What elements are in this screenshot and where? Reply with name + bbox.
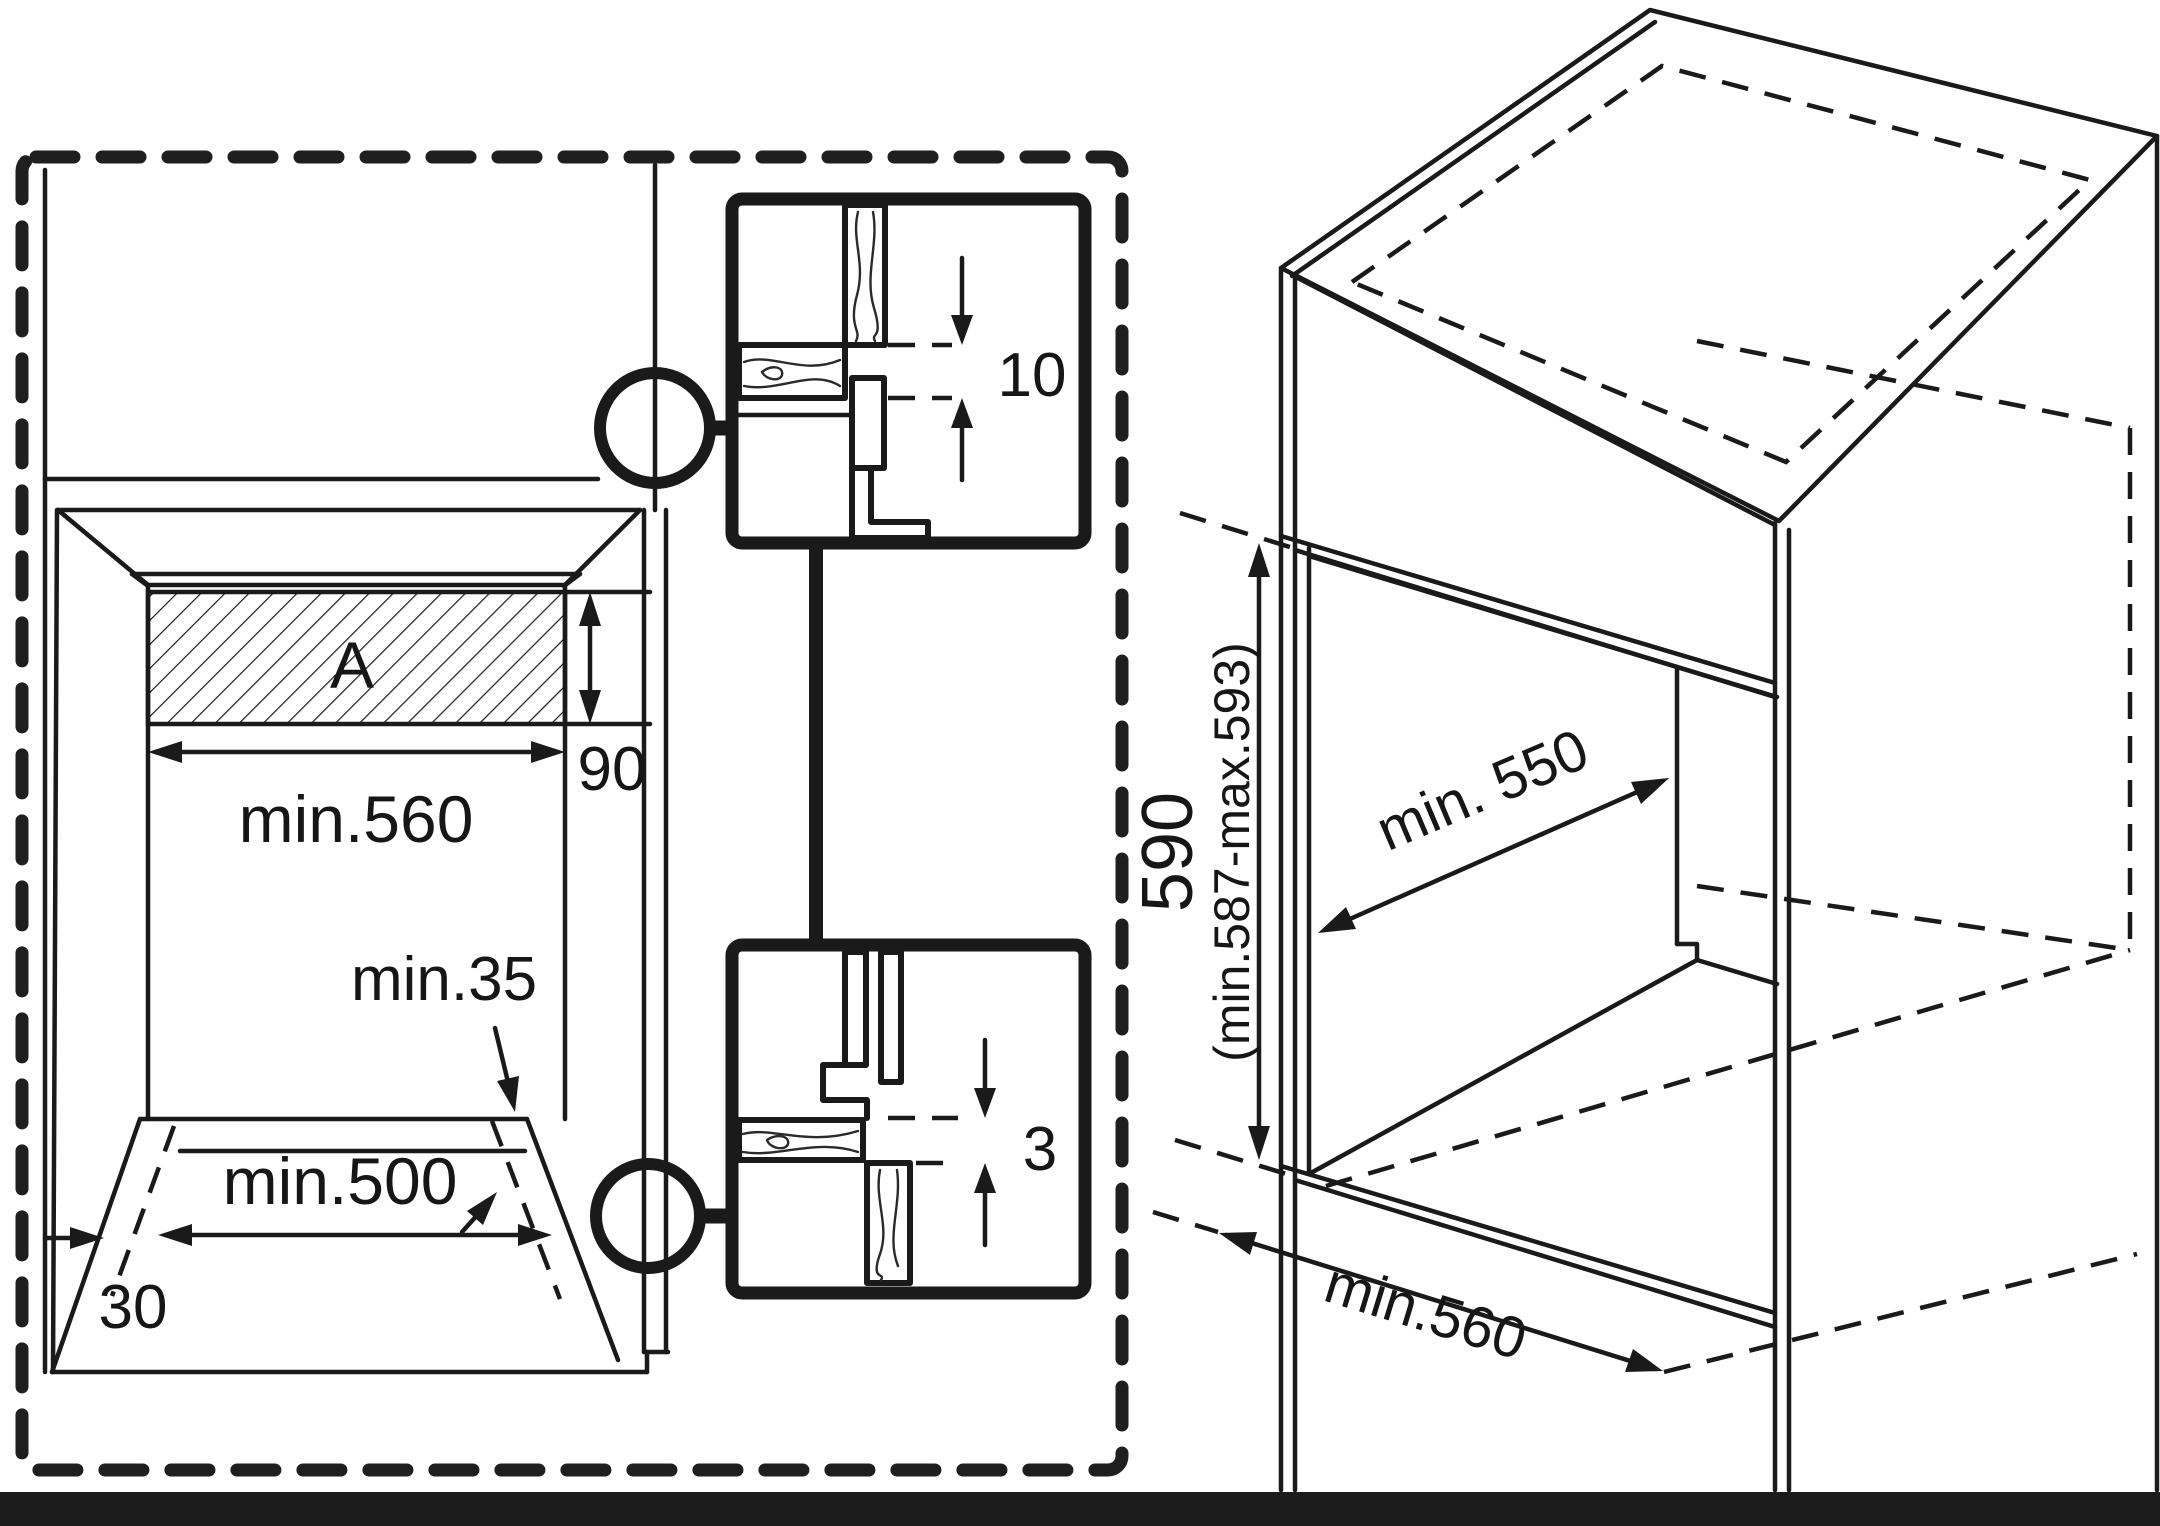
- label-vent-area: A: [330, 628, 374, 702]
- dim-recess-clearance: min.35: [351, 945, 537, 1014]
- left-niche-front-view: A 90 min.560 min.35 min.500 30: [42, 162, 671, 1375]
- cabinet-isometric-view: 590 (min.587-max.593) min. 550 min.560: [1128, 7, 2160, 1493]
- dim-cabinet-depth: min. 550: [1367, 717, 1597, 864]
- detail-callout-top: [594, 367, 734, 489]
- detail-box-bottom: 3: [725, 938, 1092, 1300]
- detail-box-top: 10: [725, 192, 1092, 550]
- bottom-border-bar: [0, 1492, 2160, 1526]
- dim-vent-height: 90: [578, 735, 647, 804]
- dim-plinth-width: min.500: [223, 1144, 458, 1218]
- dim-plinth-depth: 30: [99, 1273, 168, 1342]
- dim-niche-width: min.560: [239, 782, 474, 856]
- detail-marker-circle-bottom: [590, 1158, 706, 1274]
- dim-cabinet-width: min.560: [1318, 1250, 1534, 1372]
- dashed-frame: [15, 150, 1129, 1477]
- vent-area-hatch: [145, 589, 568, 727]
- dim-top-gap: 10: [998, 341, 1067, 410]
- dim-bottom-gap: 3: [1023, 1115, 1057, 1184]
- detail-marker-circle-top: [594, 367, 716, 489]
- dim-cabinet-height-range: (min.587-max.593): [1204, 642, 1260, 1062]
- dim-cabinet-height: 590: [1128, 792, 1208, 912]
